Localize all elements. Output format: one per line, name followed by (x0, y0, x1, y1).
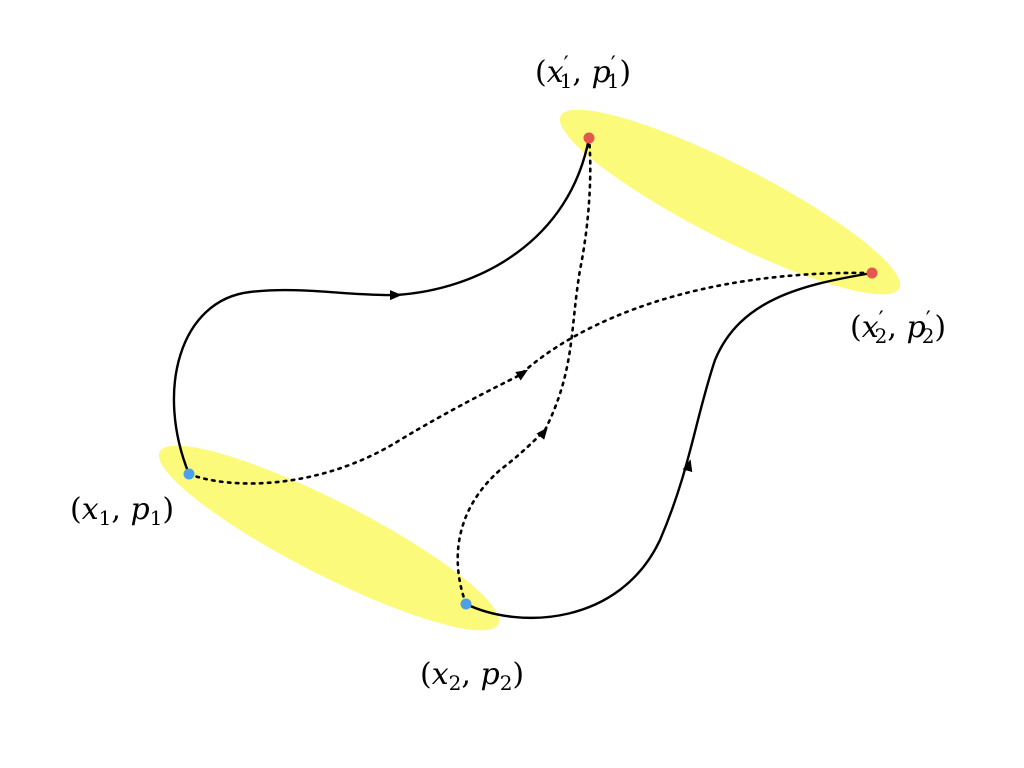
label-subscript: 1 (559, 69, 573, 93)
label-subscript: 1 (149, 506, 163, 530)
label-paren-open: ( (535, 55, 547, 90)
point-x2-p2 (460, 598, 472, 610)
label-x-symbol: x (861, 310, 879, 345)
point-x2prime-p2prime (866, 267, 878, 279)
label-paren-close: ) (934, 310, 947, 345)
label-paren-open: ( (70, 492, 82, 527)
label-subscript: 1 (98, 506, 112, 530)
label-p-symbol: p (591, 55, 611, 90)
label-p-symbol: p (130, 492, 150, 527)
label-x1-p1: (x1, p1) (70, 492, 175, 530)
label-x2prime-p2prime: (x′2, p′2) (850, 308, 947, 348)
label-p-symbol: p (906, 310, 926, 345)
final-region (559, 109, 901, 295)
label-x-symbol: x (546, 55, 564, 90)
label-p-symbol: p (480, 657, 500, 692)
label-comma: , (887, 310, 897, 345)
label-subscript: 2 (448, 671, 462, 695)
label-x-symbol: x (81, 492, 99, 527)
label-x2-p2: (x2, p2) (420, 657, 525, 695)
label-subscript: 2 (499, 671, 513, 695)
label-x1prime-p1prime: (x′1, p′1) (535, 53, 632, 93)
label-paren-open: ( (420, 657, 432, 692)
label-subscript: 2 (921, 324, 935, 348)
solid-trajectory-upper (172, 137, 591, 475)
dotted-trajectory-2 (456, 136, 592, 606)
point-x1-p1 (183, 468, 195, 480)
label-prime: ′ (878, 308, 884, 333)
label-comma: , (111, 492, 121, 527)
initial-region (158, 445, 500, 631)
label-paren-close: ) (512, 657, 525, 692)
dotted-trajectory-1 (187, 271, 874, 485)
label-subscript: 2 (874, 324, 888, 348)
label-comma: , (572, 55, 582, 90)
label-prime: ′ (610, 53, 616, 78)
point-x1prime-p1prime (583, 132, 595, 144)
label-paren-open: ( (850, 310, 862, 345)
label-subscript: 1 (606, 69, 620, 93)
label-paren-close: ) (619, 55, 632, 90)
label-x-symbol: x (431, 657, 449, 692)
solid-trajectory-lower (465, 271, 873, 619)
label-prime: ′ (925, 308, 931, 333)
label-paren-close: ) (162, 492, 175, 527)
label-comma: , (461, 657, 471, 692)
label-prime: ′ (563, 53, 569, 78)
